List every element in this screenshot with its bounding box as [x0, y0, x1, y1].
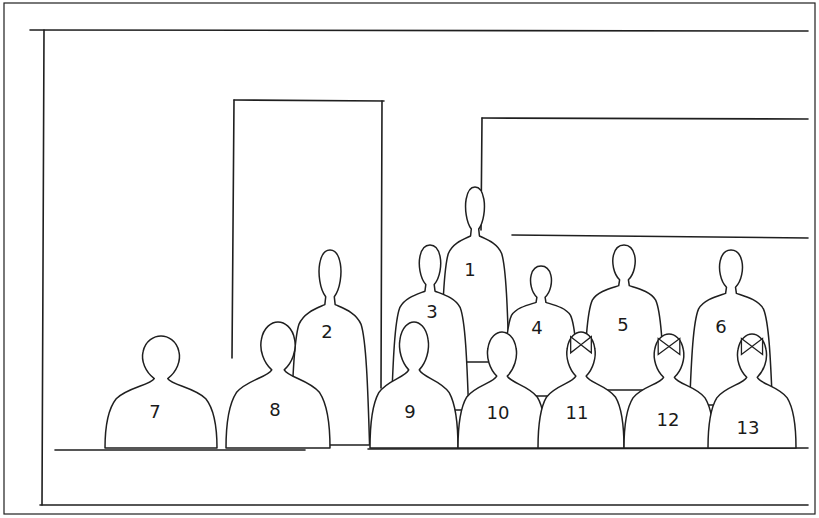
person-silhouette	[226, 322, 330, 448]
silhouette-outline	[708, 334, 796, 448]
silhouette-outline	[458, 332, 546, 448]
callout-number: 13	[737, 418, 760, 438]
callout-number: 2	[321, 322, 332, 342]
person-figure: 8	[226, 322, 330, 448]
person-silhouette	[105, 336, 217, 448]
wall-line	[42, 30, 44, 505]
silhouette-outline	[226, 322, 330, 448]
hair-bow	[741, 339, 762, 355]
hair-bow	[571, 337, 592, 353]
person-figure: 9	[370, 322, 458, 448]
silhouette-outline	[503, 266, 578, 396]
silhouette-outline	[624, 334, 714, 448]
bench-line	[55, 449, 305, 451]
silhouette-outline	[370, 322, 458, 448]
callout-number: 10	[487, 403, 510, 423]
callout-number: 1	[464, 260, 475, 280]
silhouette-outline	[584, 245, 665, 390]
callout-number: 6	[715, 317, 726, 337]
callout-number: 8	[269, 400, 280, 420]
board-frame	[482, 118, 808, 119]
person-silhouette	[538, 332, 624, 448]
callout-number: 4	[531, 318, 542, 338]
door-frame	[381, 101, 382, 388]
person-silhouette	[370, 322, 458, 448]
ceiling-line	[30, 30, 808, 31]
hair-bow	[658, 339, 680, 355]
callout-number: 12	[657, 410, 680, 430]
person-silhouette	[624, 334, 714, 448]
person-figure: 11	[538, 332, 624, 448]
person-figure: 13	[708, 334, 796, 448]
person-figure: 4	[500, 266, 582, 396]
callout-number: 11	[566, 403, 589, 423]
person-figure: 5	[580, 245, 668, 390]
person-figure: 7	[105, 336, 217, 448]
callout-number: 7	[149, 402, 160, 422]
outer-frame	[4, 3, 815, 514]
callout-number: 3	[426, 302, 437, 322]
callout-number: 9	[404, 402, 415, 422]
floor-line	[40, 504, 808, 506]
silhouette-outline	[105, 336, 217, 448]
door-frame	[234, 100, 384, 101]
board-frame	[512, 235, 808, 238]
callout-number: 5	[617, 315, 628, 335]
silhouette-outline	[538, 332, 624, 448]
person-figure: 12	[624, 334, 714, 448]
door-frame	[232, 100, 234, 358]
person-silhouette	[458, 332, 546, 448]
person-figure: 10	[458, 332, 546, 448]
